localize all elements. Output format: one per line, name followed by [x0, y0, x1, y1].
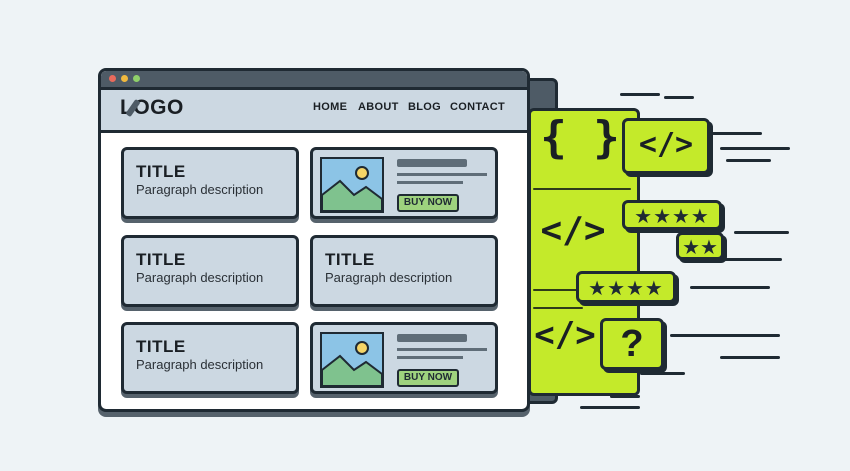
- nav-home[interactable]: HOME: [313, 101, 348, 113]
- nav-contact[interactable]: CONTACT: [450, 101, 506, 113]
- image-placeholder-icon: [320, 157, 384, 213]
- buy-now-button[interactable]: BUY NOW: [397, 194, 459, 212]
- star-icons: ★★: [682, 237, 718, 259]
- maximize-dot-icon[interactable]: [133, 75, 140, 82]
- content-card[interactable]: TITLE Paragraph description: [121, 322, 299, 394]
- braces-symbol: { }: [540, 112, 620, 163]
- card-title: TITLE: [136, 337, 186, 356]
- product-card[interactable]: BUY NOW: [310, 147, 498, 219]
- card-description: Paragraph description: [136, 182, 264, 197]
- content-card[interactable]: TITLE Paragraph description: [310, 235, 498, 307]
- content-card[interactable]: TITLE Paragraph description: [121, 147, 299, 219]
- card-description: Paragraph description: [325, 270, 453, 285]
- code-tag-symbol-lower: </>: [534, 315, 596, 355]
- card-title: TITLE: [325, 250, 375, 269]
- site-header: [101, 90, 527, 133]
- title-bar: [101, 71, 527, 90]
- close-dot-icon[interactable]: [109, 75, 116, 82]
- buy-now-button[interactable]: BUY NOW: [397, 369, 459, 387]
- code-tag-tile: </>: [622, 118, 710, 174]
- star-icons: ★★★★: [588, 278, 664, 300]
- star-icons: ★★★★: [634, 206, 710, 228]
- card-description: Paragraph description: [136, 357, 264, 372]
- image-placeholder-icon: [320, 332, 384, 388]
- minimize-dot-icon[interactable]: [121, 75, 128, 82]
- code-tag-symbol: </>: [540, 210, 606, 251]
- card-title: TITLE: [136, 162, 186, 181]
- rating-tile-4: ★★★★: [622, 200, 722, 230]
- nav-about[interactable]: ABOUT: [358, 101, 399, 113]
- product-card[interactable]: BUY NOW: [310, 322, 498, 394]
- question-tile: ?: [600, 318, 664, 370]
- rating-tile-2: ★★: [676, 232, 724, 260]
- card-title: TITLE: [136, 250, 186, 269]
- rating-tile-4b: ★★★★: [576, 271, 676, 303]
- card-description: Paragraph description: [136, 270, 264, 285]
- nav-blog[interactable]: BLOG: [408, 101, 441, 113]
- content-card[interactable]: TITLE Paragraph description: [121, 235, 299, 307]
